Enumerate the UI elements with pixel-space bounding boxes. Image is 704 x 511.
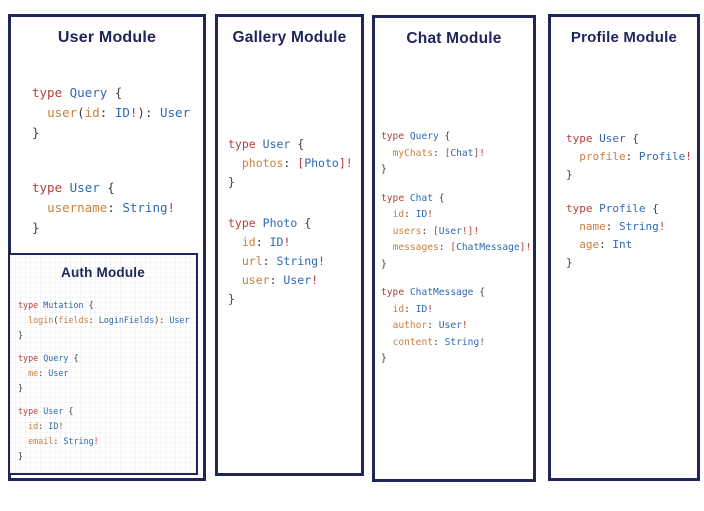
module-title-chat: Chat Module (406, 30, 502, 47)
code-block: type User { username: String! } (32, 180, 176, 235)
code-area-user: type Query { user(id: ID!): User } type U… (11, 83, 203, 238)
code-area-auth: type Mutation { login(fields: LoginField… (10, 298, 196, 464)
code-block: type Query { myChats: [Chat]! } (381, 131, 486, 175)
module-title-user: User Module (57, 29, 157, 46)
code-block: type Query { user(id: ID!): User } (32, 85, 191, 140)
code-block: type Mutation { login(fields: LoginField… (18, 300, 190, 340)
module-panel-profile: Profile Module type User { profile: Prof… (548, 14, 700, 481)
module-panel-chat: Chat Module type Query { myChats: [Chat]… (372, 15, 536, 482)
module-panel-user: User Module type Query { user(id: ID!): … (8, 14, 206, 481)
code-area-profile: type User { profile: Profile! } type Prof… (551, 130, 697, 272)
code-block: type Query { me: User } (18, 353, 79, 393)
code-area-chat: type Query { myChats: [Chat]! } type Chat… (375, 129, 533, 368)
code-block: type User { profile: Profile! } (566, 132, 692, 181)
module-panel-gallery: Gallery Module type User { photos: [Phot… (215, 14, 364, 476)
code-block: type Chat { id: ID! users: [User!]! mess… (381, 192, 532, 270)
code-block: type User { id: ID! email: String! } (18, 406, 99, 461)
module-title-profile: Profile Module (570, 29, 678, 46)
module-panel-auth: Auth Module type Mutation { login(fields… (8, 253, 198, 475)
module-title-auth: Auth Module (61, 265, 145, 280)
code-area-gallery: type User { photos: [Photo]! } type Photo… (218, 135, 361, 309)
module-title-gallery: Gallery Module (232, 29, 347, 46)
code-block: type Photo { id: ID! url: String! user: … (228, 216, 325, 306)
code-block: type Profile { name: String! age: Int } (566, 202, 666, 269)
code-block: type ChatMessage { id: ID! author: User!… (381, 287, 485, 364)
code-block: type User { photos: [Photo]! } (228, 137, 353, 189)
